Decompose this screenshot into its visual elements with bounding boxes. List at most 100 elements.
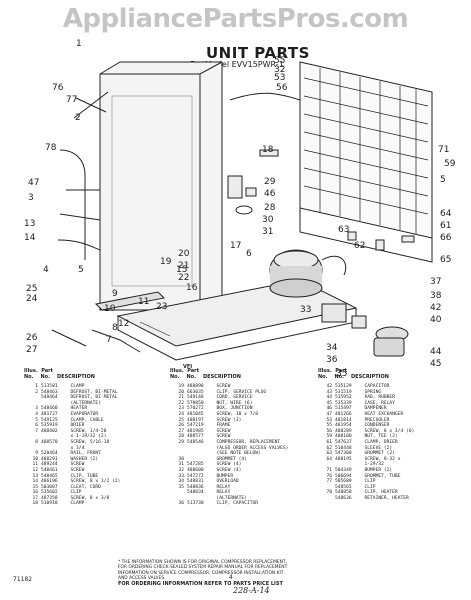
part-number: 515952: [335, 395, 352, 401]
part-number: 489244: [41, 462, 58, 468]
page-title: UNIT PARTS: [206, 44, 310, 62]
part-ref-number: 28: [178, 434, 184, 440]
part-ref-number: 10: [32, 456, 38, 462]
parts-row: x 1-19/32 (2): [24, 434, 122, 440]
callout: 29: [264, 177, 276, 187]
part-number: 547637: [335, 439, 352, 445]
part-description: 1-29/32: [364, 462, 384, 468]
part-ref-number: 55: [326, 423, 332, 429]
part-description: OVERLOAD: [216, 479, 239, 485]
column-header-col2: Illus. Part No. No. DESCRIPTION: [170, 368, 241, 380]
condenser-drawing: [229, 61, 433, 263]
callout: 30: [262, 215, 274, 225]
note-line: FOR ORDERING INFORMATION REFER TO PARTS …: [118, 580, 283, 587]
part-description: SCREW (4): [216, 467, 242, 473]
callout: 25: [26, 284, 37, 294]
part-ref-number: 71: [326, 467, 332, 473]
part-number: 548460: [41, 406, 58, 412]
part-ref-number: 44: [326, 395, 332, 401]
part-description: x 1-19/32 (2): [70, 434, 107, 440]
part-description: CLIP: [364, 479, 376, 485]
part-number: 488890: [187, 384, 204, 389]
part-description: GROMMET (4): [216, 456, 247, 462]
part-number: 549148: [187, 395, 204, 401]
callout: 78: [45, 143, 57, 153]
callout: 63: [338, 225, 349, 235]
part-ref-number: 21: [178, 395, 184, 401]
part-description: SCREW, 8 x 1/2 (2): [70, 479, 121, 485]
note-line: AND ACCESS VALVES.: [118, 576, 166, 582]
callout: 35: [336, 369, 347, 379]
part-number: 547285: [187, 462, 204, 468]
part-number: 486196: [41, 479, 58, 485]
callout: 40: [430, 315, 442, 325]
parts-row: (ALSO ORDER ACCESS VALVES): [170, 446, 290, 452]
part-description: DEFROST, BI-METAL: [70, 389, 118, 395]
part-number: 481727: [41, 411, 58, 417]
callout: 65: [440, 255, 451, 265]
part-number: 504349: [335, 467, 352, 473]
part-ref-number: 26: [178, 423, 184, 429]
part-ref-number: 6: [35, 423, 38, 429]
note-line: FOR ORDERING CHECK SEALED SYSTEM REPAIR …: [118, 565, 288, 571]
part-ref-number: 18: [32, 501, 38, 507]
part-description: RETAINER, HEATER: [364, 495, 409, 501]
part-description: (ALTERNATE): [216, 495, 247, 501]
part-number: 505689: [335, 479, 352, 485]
part-number: 513581: [41, 384, 58, 389]
callout: 47: [28, 178, 39, 188]
part-number: 487358: [41, 495, 58, 501]
part-description: FRAME: [216, 423, 231, 429]
part-description: GROMMET (2): [364, 451, 395, 457]
part-description: SCREW: [70, 462, 85, 468]
handwritten-note: 228-A-14: [233, 586, 270, 595]
part-ref-number: 34: [178, 479, 184, 485]
callout: 77: [66, 95, 77, 105]
callout: 46: [264, 189, 276, 199]
part-ref-number: 31: [178, 462, 184, 468]
callout: 2: [75, 113, 81, 123]
part-number: 547272: [187, 473, 204, 479]
part-ref-number: 7: [35, 428, 38, 434]
part-description: SCREW, 8-32 x: [364, 456, 401, 462]
callout: 5: [78, 265, 84, 275]
part-ref-number: 42: [326, 384, 332, 389]
callout: 55: [274, 56, 285, 66]
callout: 3: [28, 193, 34, 203]
part-description: SCREW, 8 x 3/4 (6): [364, 428, 415, 434]
part-number: 548858: [335, 490, 352, 496]
callout: 14: [24, 233, 36, 243]
part-description: RELAY: [216, 484, 231, 490]
callout: 20: [178, 249, 190, 259]
part-ref-number: 24: [178, 411, 184, 417]
part-number: 488402: [41, 428, 58, 434]
part-ref-number: 62: [326, 445, 332, 451]
part-ref-number: 29: [178, 439, 184, 445]
part-ref-number: 32: [178, 467, 184, 473]
part-number: 513730: [187, 501, 204, 507]
callout: 34: [326, 343, 338, 353]
part-number: 488600: [187, 467, 204, 473]
callout: 17: [230, 241, 241, 251]
part-description: CASE, RELAY: [364, 400, 395, 406]
callout: 61: [440, 221, 451, 231]
part-ref-number: 4: [35, 411, 38, 417]
callout: 32: [274, 65, 285, 75]
parts-row: x 3/4: [24, 446, 122, 452]
